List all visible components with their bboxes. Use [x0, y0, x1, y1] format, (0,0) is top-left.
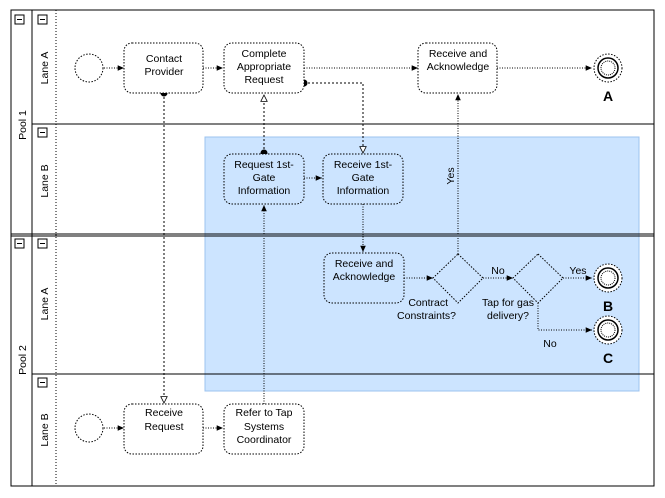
message-complete-to-receive-gate[interactable]	[304, 82, 363, 153]
start-event-pool1[interactable]	[74, 53, 104, 83]
end-event-b-label: B	[603, 298, 613, 314]
task-contact-provider-line1: Contact	[146, 53, 182, 65]
task-refer-tap-line1: Refer to Tap	[235, 407, 292, 419]
p1-lane-a-collapse-icon[interactable]	[37, 14, 48, 25]
task-receive-ack-mid-line2: Acknowledge	[333, 271, 396, 283]
task-complete-request-line3: Request	[244, 74, 283, 86]
end-event-c[interactable]	[593, 315, 623, 345]
pool-2-label: Pool 2	[17, 345, 29, 375]
end-event-b[interactable]	[593, 263, 623, 293]
task-receive-gate-line1: Receive 1st-	[334, 159, 393, 171]
p2-lane-b-collapse-icon[interactable]	[37, 377, 48, 388]
pool-1-frame	[10, 9, 655, 237]
pool-2-collapse-icon[interactable]	[14, 238, 25, 249]
gateway-contract-label-line1: Contract	[408, 297, 448, 309]
p1-lane-a-label: Lane A	[39, 52, 51, 85]
gateway-tap-gas-label-line1: Tap for gas	[482, 297, 534, 309]
flow-label-no-gateway2: No	[543, 338, 557, 350]
flow-label-yes-gateway2: Yes	[569, 265, 586, 277]
p2-lane-b-label: Lane B	[39, 413, 51, 446]
task-receive-gate-line3: Information	[337, 185, 390, 197]
pool-1-label: Pool 1	[17, 110, 29, 140]
gateway-contract-constraints[interactable]	[432, 253, 484, 304]
task-receive-ack-mid-line1: Receive and	[335, 258, 394, 270]
flow-label-yes-vertical: Yes	[445, 167, 457, 184]
task-receive-gate-line2: Gate	[352, 172, 375, 184]
flow-gateway2-no-to-end-c[interactable]	[537, 303, 592, 333]
p1-lane-b-label: Lane B	[39, 164, 51, 197]
end-event-a[interactable]	[593, 53, 623, 83]
p2-lane-a-collapse-icon[interactable]	[37, 238, 48, 249]
end-event-c-label: C	[603, 350, 613, 366]
task-receive-request-line2: Request	[144, 421, 183, 433]
p2-lane-a-label: Lane A	[39, 288, 51, 321]
task-receive-ack-top-line1: Receive and	[429, 48, 488, 60]
gateway-tap-gas[interactable]	[512, 253, 564, 304]
task-request-gate-line3: Information	[238, 185, 291, 197]
p1-lane-b-collapse-icon[interactable]	[37, 127, 48, 138]
flow-label-no-gateway1: No	[491, 265, 505, 277]
start-event-pool2[interactable]	[74, 413, 104, 443]
pool-1-collapse-icon[interactable]	[14, 14, 25, 25]
task-complete-request-line2: Appropriate	[237, 61, 291, 73]
gateway-tap-gas-label-line2: delivery?	[487, 310, 529, 322]
pool-2-frame	[10, 233, 655, 487]
task-complete-request-line1: Complete	[242, 48, 287, 60]
task-refer-tap-line3: Coordinator	[237, 434, 292, 446]
end-event-a-label: A	[603, 88, 613, 104]
task-receive-request-line1: Receive	[145, 407, 183, 419]
gateway-contract-label-line2: Constraints?	[397, 310, 456, 322]
task-request-gate-line1: Request 1st-	[234, 159, 294, 171]
task-request-gate-line2: Gate	[253, 172, 276, 184]
task-receive-ack-top-line2: Acknowledge	[427, 61, 490, 73]
task-contact-provider-line2: Provider	[144, 66, 184, 78]
task-refer-tap-line2: Systems	[244, 421, 284, 433]
